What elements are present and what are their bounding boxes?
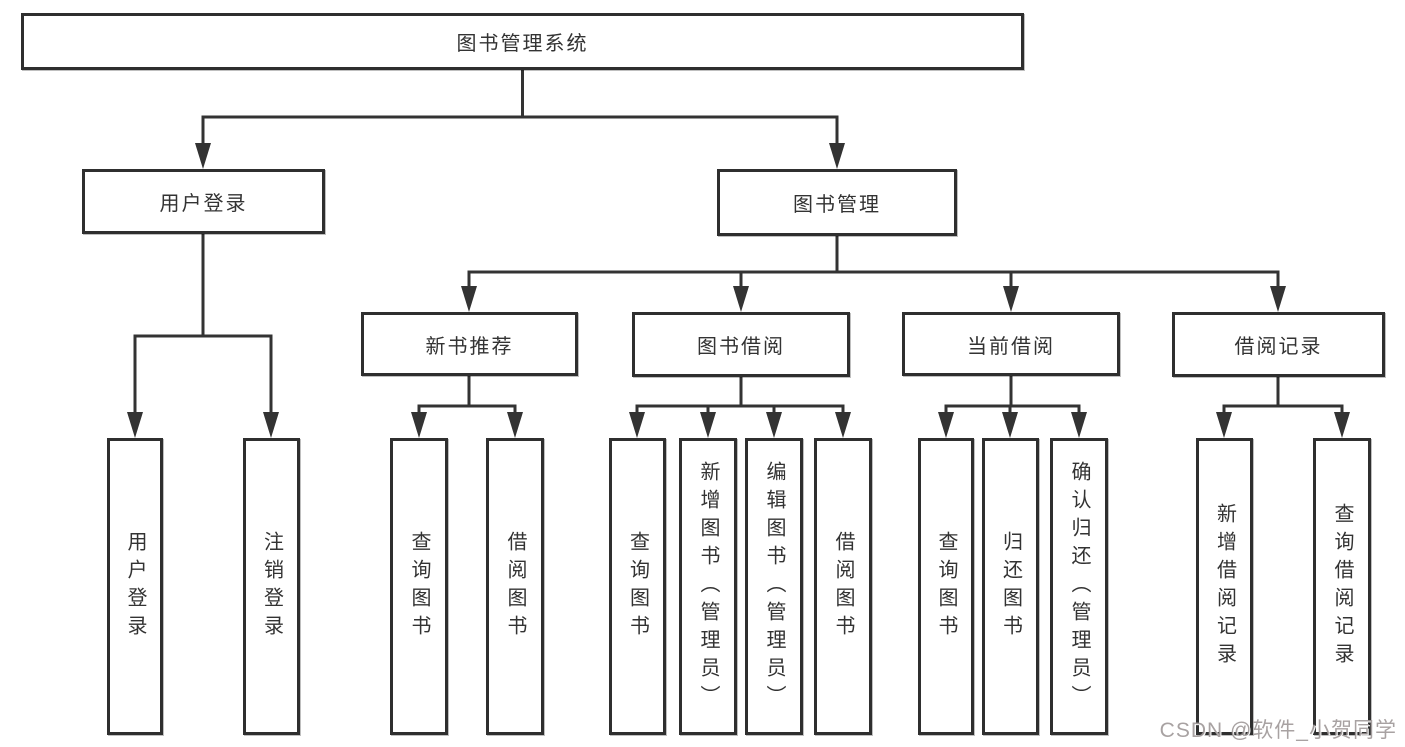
leaf-label: 查询图书 [626,530,649,643]
leaf-user-login: 用户登录 [107,438,163,735]
leaf-label: 用户登录 [124,530,146,643]
leaf-label: 新增图书（管理员） [697,460,719,713]
leaf-label: 查询借阅记录 [1331,502,1353,671]
leaf-label: 新增借阅记录 [1213,502,1236,671]
node-library-management-system: 图书管理系统 [21,13,1024,70]
leaf-borrow-books-recommend: 借阅图书 [486,438,544,735]
leaf-edit-books-admin: 编辑图书（管理员） [745,438,803,735]
node-label: 图书管理系统 [456,33,589,55]
leaf-label: 注销登录 [260,530,283,643]
leaf-confirm-return-admin: 确认归还（管理员） [1050,438,1108,735]
leaf-label: 确认归还（管理员） [1068,460,1090,713]
leaf-logout: 注销登录 [243,438,300,735]
node-book-borrowing: 图书借阅 [632,312,850,377]
node-label: 借阅记录 [1234,336,1323,358]
leaf-query-borrow-record: 查询借阅记录 [1313,438,1371,735]
node-label: 新书推荐 [425,335,514,358]
leaf-label: 借阅图书 [832,530,854,643]
node-new-book-recommend: 新书推荐 [361,312,578,376]
node-user-login: 用户登录 [82,169,325,234]
leaf-query-books-borrowing: 查询图书 [609,438,666,735]
node-book-management: 图书管理 [717,169,957,236]
leaf-label: 借阅图书 [504,530,526,643]
leaf-add-books-admin: 新增图书（管理员） [679,438,737,735]
node-label: 当前借阅 [967,335,1055,358]
leaf-label: 查询图书 [935,530,957,643]
node-borrowing-records: 借阅记录 [1172,312,1385,377]
node-label: 图书管理 [793,194,881,216]
leaf-label: 归还图书 [999,530,1022,643]
leaf-query-books-recommend: 查询图书 [390,438,448,735]
node-label: 用户登录 [159,193,248,215]
csdn-watermark: CSDN @软件_小贺同学 [1159,719,1397,742]
leaf-query-books-current: 查询图书 [918,438,974,735]
leaf-add-borrow-record: 新增借阅记录 [1196,438,1253,735]
node-current-borrowing: 当前借阅 [902,312,1120,376]
leaf-return-books: 归还图书 [982,438,1039,735]
leaf-borrow-books: 借阅图书 [814,438,872,735]
leaf-label: 查询图书 [408,530,430,643]
leaf-label: 编辑图书（管理员） [763,460,785,713]
node-label: 图书借阅 [697,336,785,358]
